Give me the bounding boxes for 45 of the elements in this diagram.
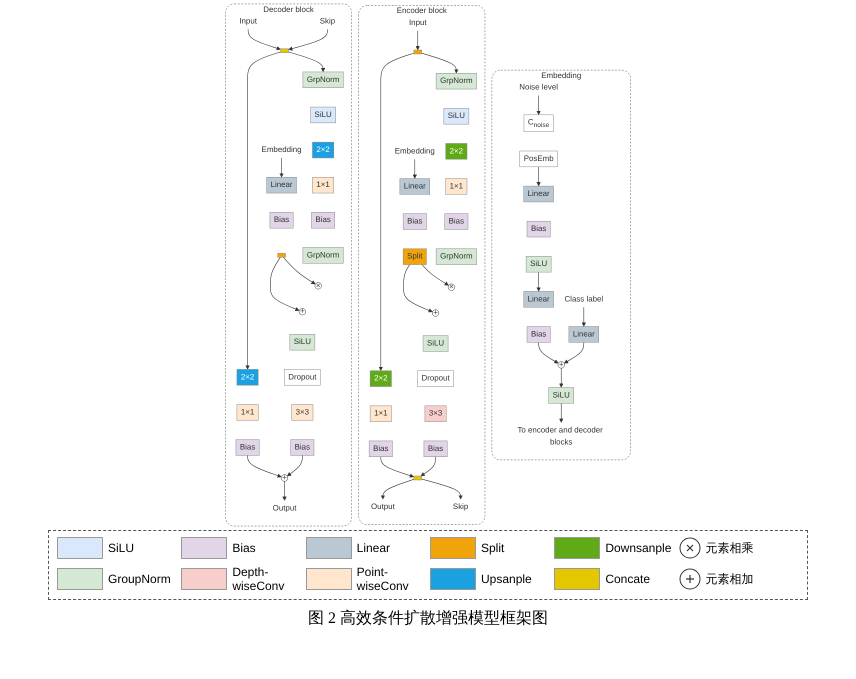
node-box <box>280 48 289 53</box>
legend-label: Bias <box>232 541 256 555</box>
arrow <box>538 342 559 364</box>
arrow <box>421 478 463 500</box>
legend-label: GroupNorm <box>108 572 171 586</box>
arrow <box>247 455 282 478</box>
arrow <box>378 52 414 371</box>
arrow <box>288 52 326 72</box>
arrow <box>245 52 281 370</box>
arrow <box>421 52 459 74</box>
figure-caption: 图 2 高效条件扩散增强模型框架图 <box>308 608 548 629</box>
arrow <box>416 30 420 50</box>
legend-label: Upsanple <box>481 572 532 586</box>
arrow <box>412 158 417 179</box>
legend-label: Split <box>481 541 504 555</box>
arrow <box>248 29 281 50</box>
node-box <box>414 476 422 480</box>
arrow <box>564 342 584 364</box>
legend-label: Depth-wiseConv <box>232 565 286 593</box>
arrow <box>403 264 433 312</box>
arrow <box>582 306 586 327</box>
arrow <box>536 166 541 186</box>
legend-label: Concate <box>605 572 650 586</box>
arrow <box>536 272 541 292</box>
legend-label: Linear <box>356 541 390 555</box>
arrow <box>380 479 414 500</box>
arrow <box>420 456 436 476</box>
legend-label: Point-wiseConv <box>356 565 410 593</box>
arrow <box>422 264 449 286</box>
node-box <box>277 253 286 258</box>
legend-label: 元素相加 <box>706 570 754 588</box>
arrow <box>287 455 303 476</box>
arrow <box>559 403 564 423</box>
arrow <box>380 456 414 478</box>
arrow <box>536 95 541 116</box>
arrow <box>270 257 300 312</box>
legend-label: SiLU <box>108 541 134 555</box>
legend-label: 元素相乘 <box>706 540 754 556</box>
arrow <box>279 158 284 178</box>
arrow <box>283 257 316 284</box>
arrow <box>559 368 564 388</box>
arrow <box>282 481 287 501</box>
node-box <box>414 50 422 54</box>
arrow <box>288 29 328 51</box>
legend-label: Downsanple <box>605 541 672 555</box>
